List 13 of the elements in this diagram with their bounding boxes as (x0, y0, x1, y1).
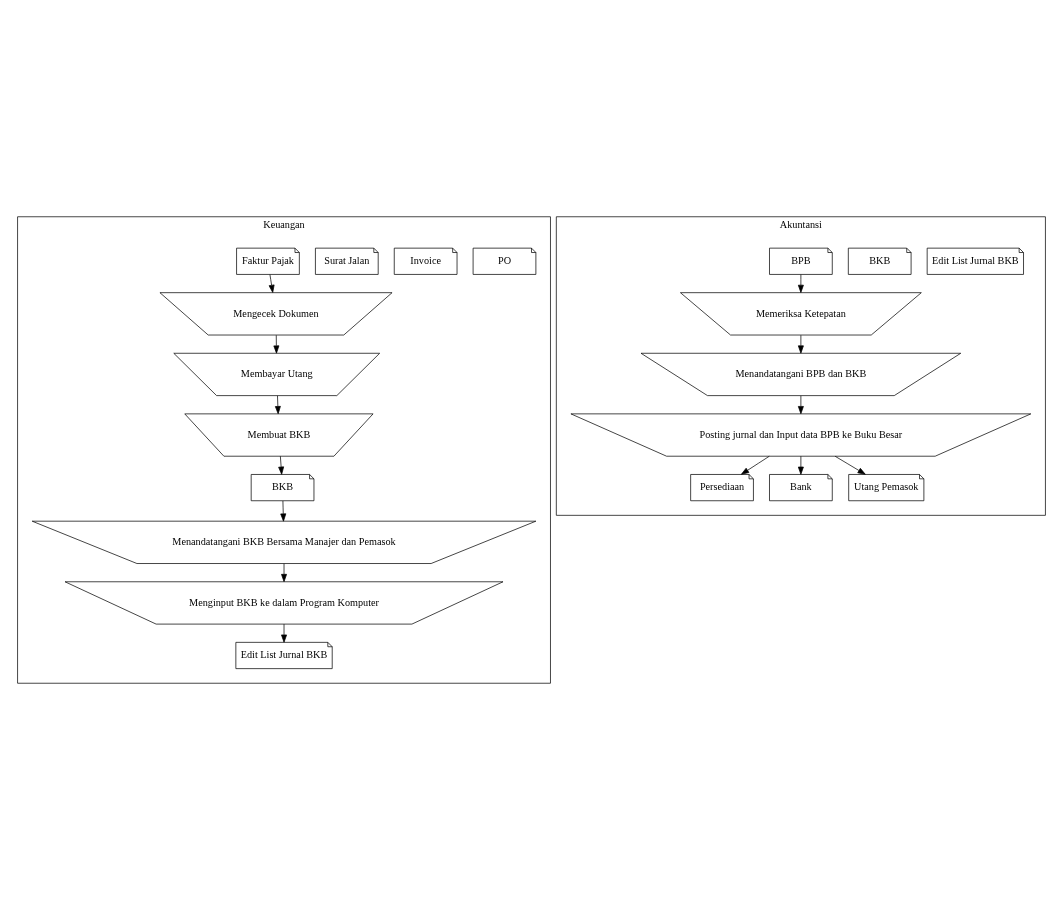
arrow (834, 455, 866, 475)
arrow (278, 455, 285, 475)
arrow (797, 273, 804, 293)
arrow (797, 334, 804, 353)
arrow (281, 562, 287, 582)
arrow (280, 500, 287, 522)
arrow (281, 623, 287, 643)
arrow (273, 334, 280, 353)
arrow (268, 273, 275, 293)
arrow (274, 395, 281, 414)
arrow (797, 455, 804, 475)
arrow (741, 455, 770, 475)
arrow (797, 395, 804, 414)
